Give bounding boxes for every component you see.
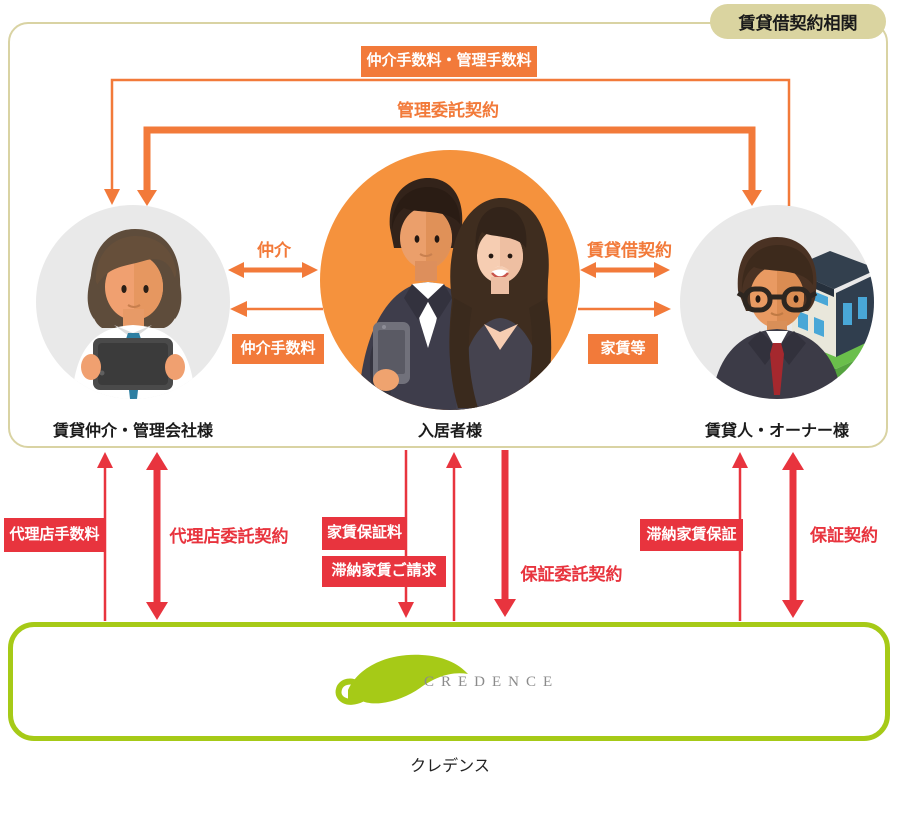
owner-label: 賃貸人・オーナー様 <box>704 423 849 440</box>
arrow-brokerage <box>228 262 318 278</box>
label-brokerage: 仲介 <box>257 240 291 260</box>
label-overdue-rent-guarantee: 滞納家賃保証 <box>640 519 743 551</box>
arrow-agency-fee <box>97 452 113 621</box>
label-management-contract: 管理委託契約 <box>397 100 499 120</box>
tenant-avatar <box>320 150 580 410</box>
arrow-brokerage-fee <box>230 301 323 317</box>
agency-label: 賃貸仲介・管理会社様 <box>52 423 213 440</box>
label-rent-guarantee-fee: 家賃保証料 <box>322 517 407 550</box>
agency-avatar-illustration <box>36 205 230 399</box>
arrow-management-contract <box>137 126 762 206</box>
label-overdue-rent-billing: 滞納家賃ご請求 <box>322 556 446 587</box>
label-brokerage-fee: 仲介手数料 <box>232 334 324 364</box>
arrow-guarantee-contract <box>782 452 804 618</box>
credence-caption: クレデンス <box>410 758 490 775</box>
label-guarantee-consignment: 保証委託契約 <box>520 564 623 584</box>
glasses <box>736 286 818 313</box>
credence-logo-text: CREDENCE <box>424 674 560 690</box>
agency-avatar <box>36 205 230 399</box>
label-agency-contract: 代理店委託契約 <box>169 526 289 546</box>
label-lease-contract: 賃貸借契約 <box>587 240 672 260</box>
arrow-rent <box>578 301 671 317</box>
label-fee-to-agency: 仲介手数料・管理手数料 <box>361 46 537 77</box>
arrow-agency-contract <box>146 452 168 620</box>
tenant-avatar-illustration <box>320 150 580 410</box>
label-agency-fee: 代理店手数料 <box>4 518 105 552</box>
arrow-lease-contract <box>580 262 670 278</box>
diagram-title: 賃貸借契約相関 <box>738 14 858 33</box>
tenant-label: 入居者様 <box>417 423 482 440</box>
owner-avatar-illustration <box>680 205 874 399</box>
arrow-fee-to-agency <box>104 78 791 206</box>
label-guarantee-contract: 保証契約 <box>810 525 878 545</box>
lease-relations-frame <box>8 22 888 448</box>
credence-leaf-logo-icon <box>335 654 468 705</box>
credence-frame <box>8 622 890 741</box>
diagram-title-badge: 賃貸借契約相関 <box>710 4 886 39</box>
owner-avatar <box>680 205 874 399</box>
arrow-guarantee-consignment <box>494 450 516 617</box>
arrow-overdue-rent-billing <box>446 452 462 621</box>
label-rent: 家賃等 <box>588 334 658 364</box>
